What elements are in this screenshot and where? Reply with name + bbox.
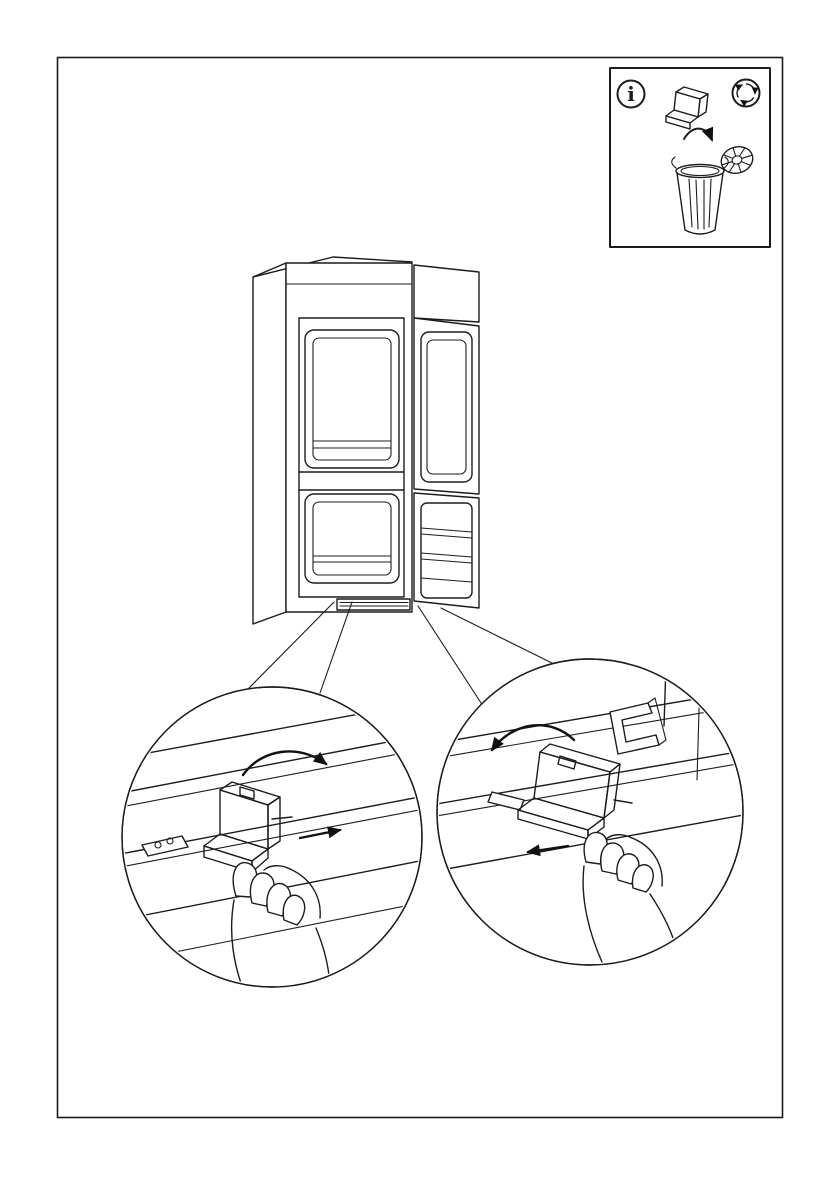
spacer-part-left xyxy=(203,781,293,873)
lower-door-open xyxy=(413,492,480,609)
callout-wedge-left xyxy=(246,601,353,694)
plinth-lines-left xyxy=(124,699,420,966)
top-filler-panel xyxy=(413,264,480,323)
packaging-spacer-icon xyxy=(665,86,709,130)
detail-circle-right xyxy=(436,658,744,966)
slide-left-arrow-icon xyxy=(526,844,570,857)
fridge-top-edge xyxy=(252,256,413,278)
detail-circle-left-rim xyxy=(121,686,423,988)
fridge-illustration xyxy=(252,256,480,625)
callout-wedge-right xyxy=(417,605,555,707)
trash-lid-icon xyxy=(720,145,754,175)
info-icon: i xyxy=(616,79,646,109)
hook-bracket xyxy=(609,697,667,755)
recycle-icon xyxy=(731,78,761,108)
detail-circle-right-outline xyxy=(436,658,744,966)
fridge-interior xyxy=(298,317,405,598)
info-glyph: i xyxy=(627,82,635,106)
toss-arrow-icon xyxy=(683,126,714,142)
fridge-left-side xyxy=(252,262,287,625)
detail-circle-right-rim xyxy=(436,658,744,966)
rotate-counterclockwise-arrow-icon xyxy=(490,724,576,752)
disposal-box-frame xyxy=(609,67,771,248)
detail-circle-left-outline xyxy=(121,686,423,988)
slide-right-arrow-icon xyxy=(298,826,342,840)
rotate-clockwise-arrow-icon xyxy=(241,750,328,777)
detail-circle-left xyxy=(121,686,423,988)
mounting-plate xyxy=(141,835,189,857)
page-border xyxy=(56,56,784,1119)
upper-door-open xyxy=(413,317,480,495)
reference-mark xyxy=(271,816,293,820)
hand-right xyxy=(582,831,681,963)
reference-mark xyxy=(613,799,633,804)
hand-left xyxy=(230,861,331,985)
disposal-info-box: i xyxy=(609,67,771,248)
trash-can-body xyxy=(671,156,729,235)
trash-bin-icon xyxy=(671,126,754,235)
